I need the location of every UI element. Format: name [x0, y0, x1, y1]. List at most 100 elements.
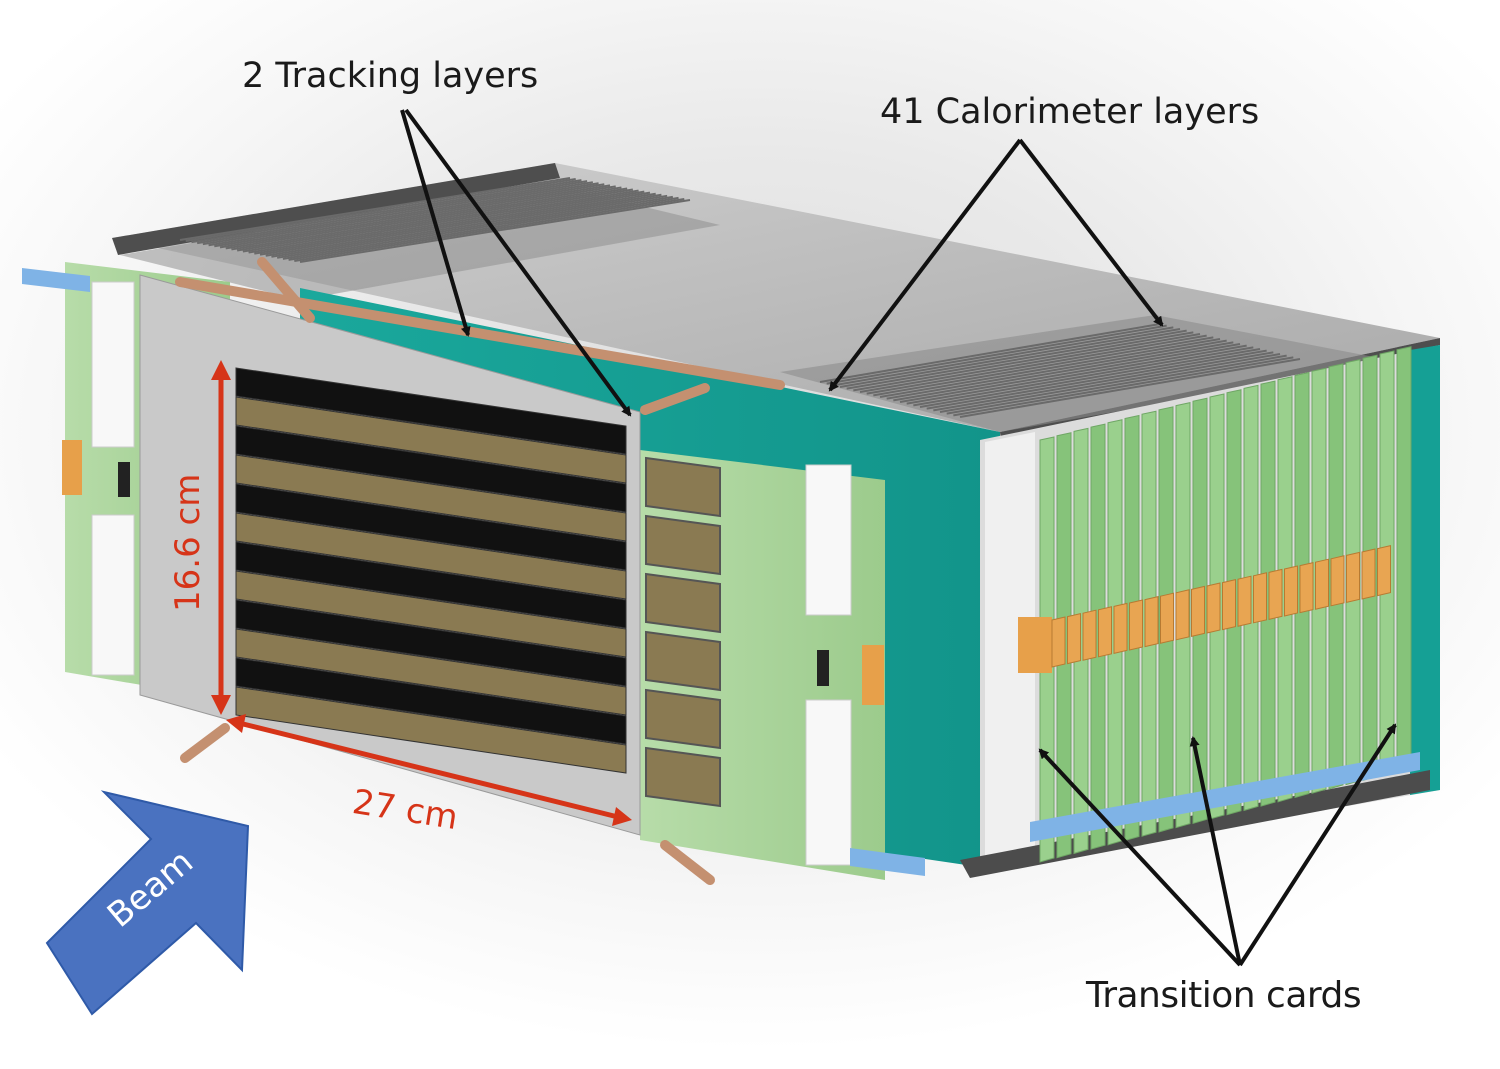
connector-block	[1018, 617, 1052, 673]
transition-connector	[1330, 555, 1345, 607]
top-slot	[208, 182, 599, 247]
top-slot	[276, 194, 668, 259]
transition-callout-arrow-1	[1038, 748, 1242, 967]
dimension-height-arrow	[211, 360, 231, 715]
transition-connector	[1160, 592, 1174, 644]
transition-connector	[1129, 599, 1143, 651]
top-slot	[196, 180, 588, 245]
cooling-tubes	[175, 257, 785, 885]
top-slot	[913, 346, 1254, 407]
top-slot	[846, 329, 1187, 390]
tracking-layers-label: 2 Tracking layers	[242, 56, 539, 96]
readout-board	[645, 514, 721, 576]
transition-connector	[1237, 575, 1252, 627]
calorimeter-layer-slots	[179, 177, 1301, 418]
top-slot	[826, 324, 1167, 385]
layer-card	[1396, 346, 1412, 773]
readout-board	[645, 688, 721, 750]
transition-connector	[1098, 606, 1112, 658]
callout-arrows	[400, 108, 1397, 967]
top-slot	[946, 354, 1287, 415]
transition-cards-label: Transition cards	[1086, 975, 1362, 1016]
transition-callout-arrow-3	[1238, 723, 1397, 967]
transition-connector	[1067, 612, 1081, 665]
top-slot	[833, 326, 1174, 387]
readout-board	[645, 456, 721, 518]
top-slot	[866, 334, 1207, 395]
tracking-callout-arrow-1	[400, 109, 471, 337]
top-slot	[271, 193, 662, 258]
transition-callout-arrow-2	[1189, 736, 1242, 966]
top-slot	[906, 344, 1247, 405]
transition-connector	[1268, 568, 1283, 621]
sensor-strip	[235, 396, 627, 484]
transition-connector	[1206, 582, 1221, 634]
transition-connector	[1299, 561, 1314, 614]
transition-connector	[1361, 548, 1376, 600]
sensor-strip	[235, 483, 627, 571]
top-slot	[294, 197, 685, 262]
bottom-blue-strip	[1030, 752, 1420, 842]
top-slot	[248, 189, 639, 254]
top-slot	[839, 328, 1181, 388]
readout-board	[645, 746, 721, 808]
top-slot	[919, 348, 1261, 408]
top-slot	[288, 196, 679, 261]
top-slot	[254, 190, 645, 255]
sensor-strip	[235, 425, 627, 513]
tracking-sensor-strips	[235, 367, 627, 774]
readout-board	[645, 572, 721, 634]
top-slot	[225, 185, 616, 250]
top-slot	[873, 336, 1214, 397]
tracking-readout-boards	[645, 456, 721, 808]
layer-card	[1260, 380, 1276, 807]
top-slot	[259, 191, 651, 256]
readout-board	[645, 630, 721, 692]
calorimeter-layers-label: 41 Calorimeter layers	[880, 92, 1260, 132]
top-slot	[185, 178, 576, 243]
transition-connector	[1346, 551, 1360, 604]
calo-callout-arrow-2	[1018, 138, 1164, 327]
transition-connector	[1113, 602, 1128, 655]
transition-connector	[1377, 544, 1391, 597]
top-slot	[242, 188, 634, 253]
transition-connector	[1222, 578, 1236, 631]
dimension-width-arrow	[226, 714, 632, 826]
top-slot	[191, 179, 582, 244]
transition-connector	[1253, 572, 1267, 624]
beam-arrow	[45, 790, 250, 1016]
top-slot	[282, 195, 674, 260]
sensor-strip	[235, 570, 627, 658]
top-slot	[853, 331, 1194, 392]
top-slot	[879, 338, 1221, 398]
top-slot	[899, 343, 1241, 403]
transition-connector	[1144, 595, 1159, 648]
sensor-strip	[235, 599, 627, 687]
top-slot	[819, 323, 1161, 383]
transition-connector	[1051, 616, 1066, 668]
height-dimension-label: 16.6 cm	[168, 473, 208, 612]
top-slot	[219, 184, 611, 249]
sensor-strip	[235, 512, 627, 600]
sensor-strip	[235, 657, 627, 745]
transition-connector	[1315, 558, 1329, 610]
top-slot	[179, 177, 571, 241]
top-slot	[926, 349, 1267, 410]
top-slot	[214, 183, 605, 248]
transition-connector	[1191, 585, 1205, 638]
top-slot	[933, 351, 1274, 412]
top-slot	[939, 353, 1281, 413]
transition-card-connectors	[1018, 544, 1391, 673]
transition-connector	[1175, 589, 1190, 641]
calorimeter-layer-cards	[1039, 346, 1412, 863]
transition-connector	[1082, 609, 1097, 661]
top-slot	[886, 339, 1227, 400]
top-slot	[953, 356, 1294, 417]
transition-connector	[1284, 565, 1298, 617]
sensor-strip	[235, 367, 627, 455]
top-slot	[231, 186, 622, 251]
sensor-strip	[235, 541, 627, 629]
calo-callout-arrow-1	[828, 138, 1022, 392]
